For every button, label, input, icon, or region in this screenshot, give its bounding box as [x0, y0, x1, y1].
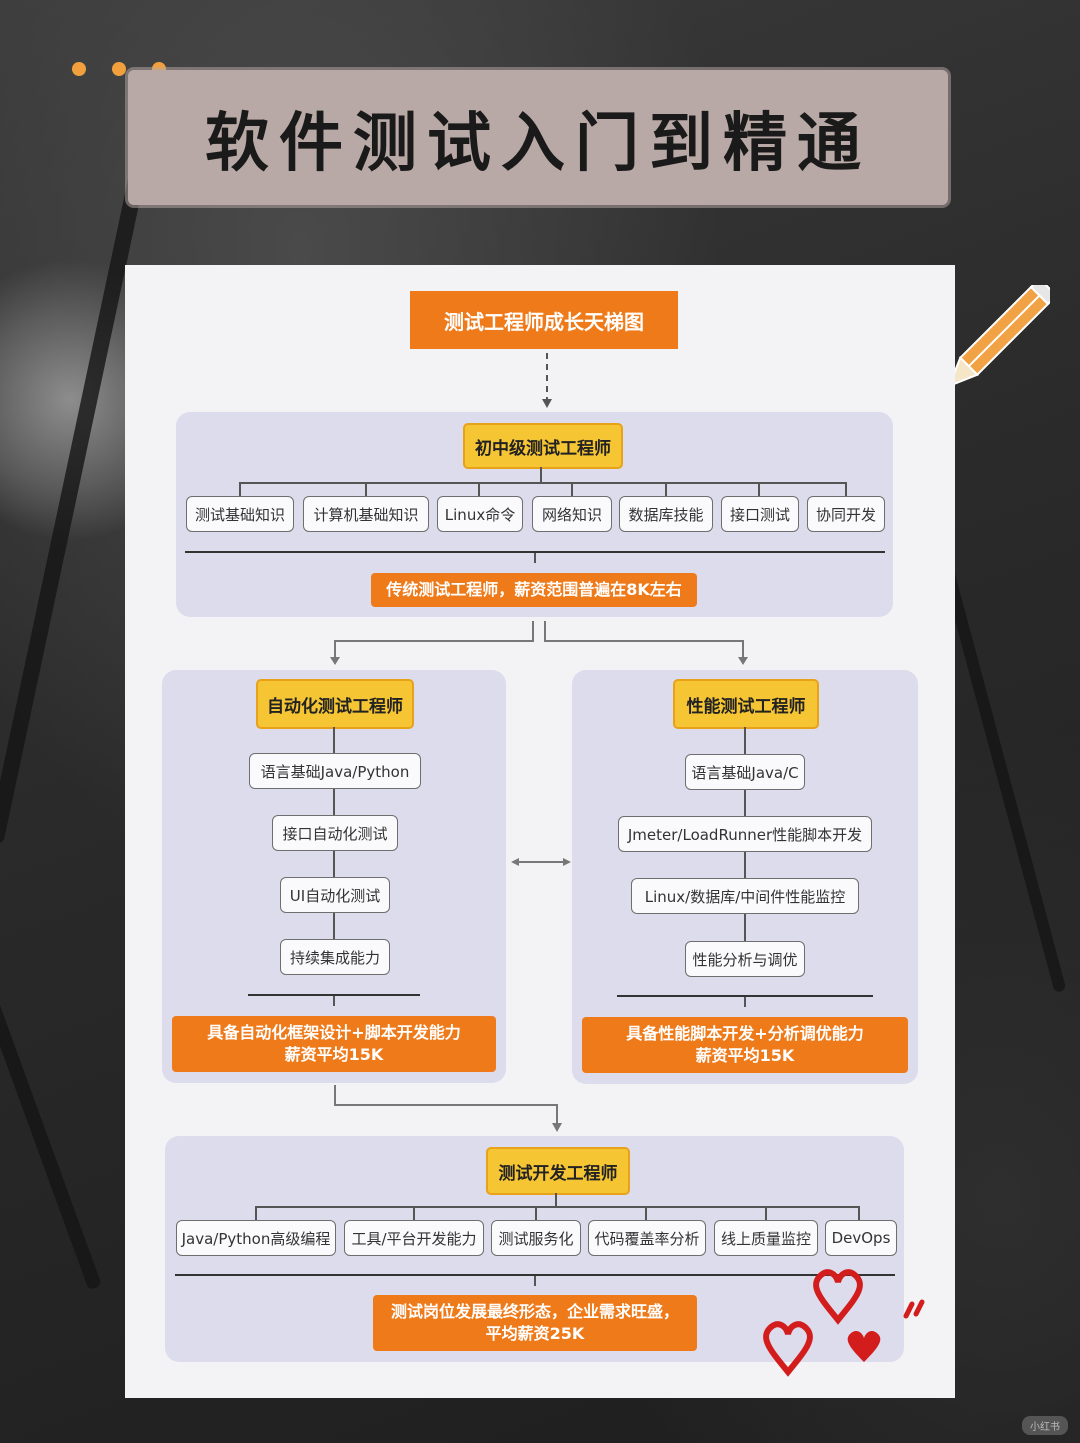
skill-box: 测试基础知识 [186, 496, 294, 532]
divider [175, 1274, 895, 1276]
skill-box: Jmeter/LoadRunner性能脚本开发 [618, 816, 872, 852]
performance-summary: 具备性能脚本开发+分析调优能力 薪资平均15K [582, 1017, 908, 1073]
skill-box: DevOps [825, 1220, 897, 1256]
skill-box: 数据库技能 [619, 496, 713, 532]
skill-box: 网络知识 [532, 496, 612, 532]
skill-box: Java/Python高级编程 [176, 1220, 336, 1256]
skill-box: 接口测试 [721, 496, 799, 532]
automation-title: 自动化测试工程师 [256, 679, 414, 729]
skill-box: 代码覆盖率分析 [588, 1220, 706, 1256]
performance-summary-line2: 薪资平均15K [695, 1046, 795, 1065]
skill-box: 语言基础Java/C [685, 754, 805, 790]
connector-lines [330, 353, 748, 1132]
skill-box: 语言基础Java/Python [249, 753, 421, 789]
skill-box: Linux/数据库/中间件性能监控 [631, 878, 859, 914]
skill-box: 线上质量监控 [714, 1220, 818, 1256]
dev-summary: 测试岗位发展最终形态，企业需求旺盛， 平均薪资25K [373, 1295, 697, 1351]
skill-box: 测试服务化 [491, 1220, 581, 1256]
decor-dot [72, 62, 86, 76]
automation-summary: 具备自动化框架设计+脚本开发能力 薪资平均15K [172, 1016, 496, 1072]
dev-title: 测试开发工程师 [486, 1147, 630, 1195]
skill-box: 工具/平台开发能力 [344, 1220, 484, 1256]
skill-box: 接口自动化测试 [272, 815, 398, 851]
dev-summary-line2: 平均薪资25K [485, 1324, 585, 1343]
divider [185, 551, 885, 553]
dev-summary-line1: 测试岗位发展最终形态，企业需求旺盛， [390, 1302, 679, 1321]
junior-summary-text: 传统测试工程师，薪资范围普遍在8K左右 [386, 580, 682, 599]
performance-summary-line1: 具备性能脚本开发+分析调优能力 [626, 1024, 864, 1043]
skill-box: 计算机基础知识 [303, 496, 429, 532]
skill-box: 持续集成能力 [280, 939, 390, 975]
junior-title: 初中级测试工程师 [463, 423, 623, 469]
automation-summary-line1: 具备自动化框架设计+脚本开发能力 [207, 1023, 461, 1042]
divider [617, 995, 873, 997]
pencil-icon [947, 285, 1050, 388]
junior-summary: 传统测试工程师，薪资范围普遍在8K左右 [371, 573, 697, 607]
diagram-card: 测试工程师成长天梯图 初中级测试工程师 测试基础知识 计算机基础知识 Linux… [125, 265, 955, 1398]
skill-box: Linux命令 [437, 496, 523, 532]
skill-box: 协同开发 [807, 496, 885, 532]
divider [248, 994, 420, 996]
watermark: 小红书 [1022, 1416, 1068, 1435]
background-branch [0, 909, 102, 1291]
automation-summary-line2: 薪资平均15K [284, 1045, 384, 1064]
decor-dot [112, 62, 126, 76]
skill-box: UI自动化测试 [280, 877, 390, 913]
root-title: 测试工程师成长天梯图 [410, 291, 678, 349]
skill-box: 性能分析与调优 [685, 941, 805, 977]
performance-title: 性能测试工程师 [673, 679, 819, 729]
page-title: 软件测试入门到精通 [205, 106, 871, 181]
title-banner: 软件测试入门到精通 [128, 70, 948, 205]
